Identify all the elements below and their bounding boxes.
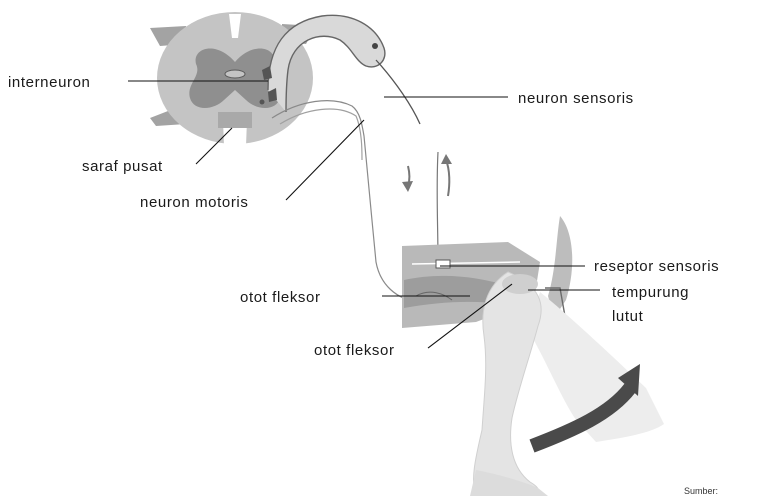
label-lutut: lutut [612,308,644,325]
label-otot-fleksor-upper: otot fleksor [240,289,321,306]
label-interneuron: interneuron [8,74,91,91]
signal-direction-arrows [402,154,452,196]
label-neuron-motoris: neuron motoris [140,194,248,211]
label-otot-fleksor-lower: otot fleksor [314,342,395,359]
source-caption: Sumber: [684,486,718,496]
label-neuron-sensoris: neuron sensoris [518,90,634,107]
label-reseptor-sensoris: reseptor sensoris [594,258,719,275]
label-tempurung: tempurung [612,284,689,301]
label-saraf-pusat: saraf pusat [82,158,163,175]
